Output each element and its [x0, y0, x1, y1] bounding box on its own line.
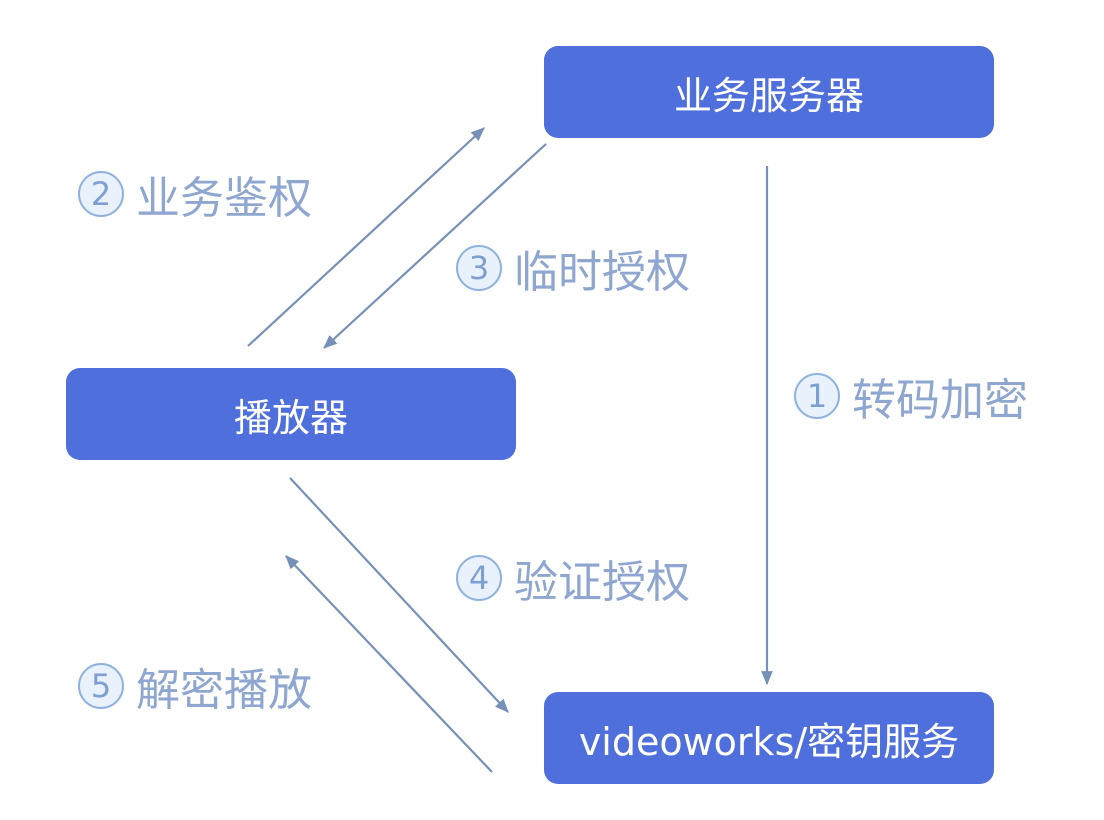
- step-3-temporary-grant: 3 临时授权: [456, 240, 690, 298]
- step-4-verify-grant: 4 验证授权: [456, 550, 690, 608]
- step-5-label: 解密播放: [136, 665, 312, 716]
- step-1-label: 转码加密: [852, 375, 1028, 426]
- step-4-number-badge: 4: [456, 555, 502, 601]
- step-3-number-badge: 3: [456, 245, 502, 291]
- player-node: 播放器: [66, 368, 516, 460]
- business-server-label: 业务服务器: [673, 73, 864, 118]
- step-5-number-badge: 5: [78, 663, 124, 709]
- step-2-number-badge: 2: [78, 171, 124, 217]
- key-service-label: videoworks/密钥服务: [578, 719, 960, 764]
- arrow-key-service-to-player: [285, 555, 493, 773]
- arrow-player-to-server: [247, 127, 485, 347]
- step-5-decrypt-play: 5 解密播放: [78, 658, 312, 716]
- step-1-number-badge: 1: [794, 373, 840, 419]
- player-label: 播放器: [233, 395, 348, 440]
- key-service-node: videoworks/密钥服务: [544, 692, 994, 784]
- arrow-server-to-player: [323, 143, 547, 349]
- step-1-transcode-encrypt: 1 转码加密: [794, 368, 1028, 426]
- step-2-label: 业务鉴权: [136, 173, 312, 224]
- arrow-player-to-key-service: [289, 477, 509, 713]
- step-3-label: 临时授权: [514, 247, 690, 298]
- step-2-business-auth: 2 业务鉴权: [78, 166, 312, 224]
- step-4-label: 验证授权: [514, 557, 690, 608]
- business-server-node: 业务服务器: [544, 46, 994, 138]
